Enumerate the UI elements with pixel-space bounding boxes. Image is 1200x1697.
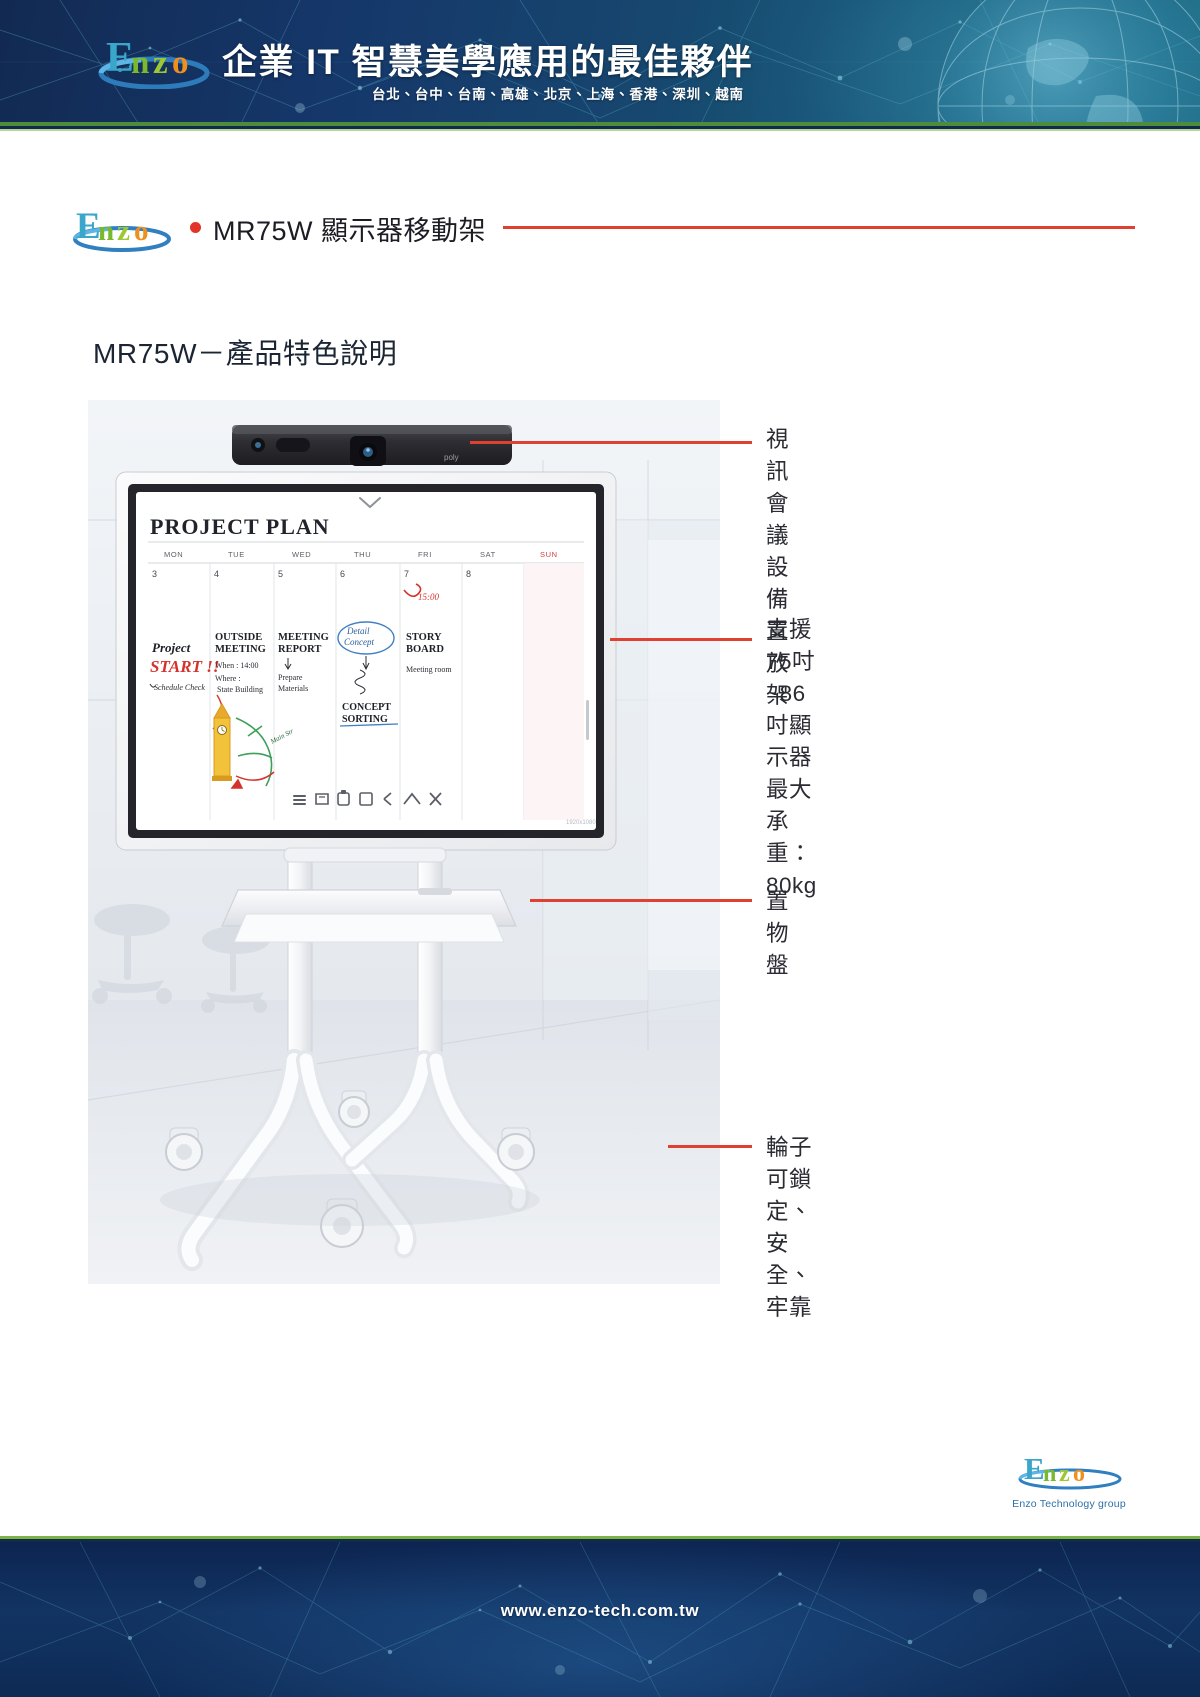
svg-text:poly: poly <box>444 453 459 462</box>
enzo-logo-breadcrumb: E n z o <box>72 206 176 252</box>
svg-text:State Building: State Building <box>217 685 263 694</box>
svg-text:5: 5 <box>278 569 283 579</box>
storage-tray <box>221 888 517 943</box>
svg-text:THU: THU <box>354 550 371 559</box>
leader-line-3 <box>530 899 752 902</box>
svg-text:SORTING: SORTING <box>342 714 388 725</box>
footer-logo-caption: Enzo Technology group <box>1012 1498 1126 1510</box>
page-footer-banner: www.enzo-tech.com.tw <box>0 1542 1200 1697</box>
svg-text:SUN: SUN <box>540 550 558 559</box>
footer-rule-navy <box>0 1539 1200 1542</box>
svg-text:Schedule Check: Schedule Check <box>154 683 205 692</box>
svg-text:E: E <box>106 35 134 81</box>
header-rule-navy <box>0 126 1200 129</box>
header-rule-lightgreen <box>0 129 1200 131</box>
display-panel: PROJECT PLAN MON TUE WED THU FRI SAT SUN <box>115 471 617 851</box>
caster-wheels <box>165 1090 535 1248</box>
breadcrumb-bullet-icon <box>190 222 201 233</box>
svg-text:6: 6 <box>340 569 345 579</box>
svg-text:START !!: START !! <box>150 657 219 676</box>
svg-text:When : 14:00: When : 14:00 <box>215 661 259 670</box>
page-header-banner: E n z o 企業 IT 智慧美學應用的最佳夥伴 台北、台中、台南、高雄、北京… <box>0 0 1200 126</box>
svg-text:REPORT: REPORT <box>278 644 321 655</box>
leader-line-2 <box>610 638 752 641</box>
annotation-label-1: 視訊會議設備 置放架 <box>766 427 790 708</box>
svg-text:Detail: Detail <box>346 626 370 636</box>
svg-text:Meeting room: Meeting room <box>406 665 452 674</box>
footer-website-url[interactable]: www.enzo-tech.com.tw <box>500 1601 700 1620</box>
footer-network-pattern <box>0 1542 1200 1697</box>
breadcrumb-label: MR75W 顯示器移動架 <box>213 216 487 246</box>
svg-text:E: E <box>76 206 101 247</box>
svg-text:CONCEPT: CONCEPT <box>342 702 391 713</box>
svg-text:E: E <box>1024 1451 1045 1486</box>
svg-text:3: 3 <box>152 569 157 579</box>
svg-text:Concept: Concept <box>344 637 374 647</box>
svg-text:Materials: Materials <box>278 684 308 693</box>
header-rule-green <box>0 122 1200 126</box>
annotation-label-3: 置物盤 <box>766 889 790 978</box>
annotation-label-4: 輪子可鎖定、安全、牢靠 <box>766 1135 813 1320</box>
header-city-list: 台北、台中、台南、高雄、北京、上海、香港、深圳、越南 <box>372 87 744 102</box>
svg-text:Project: Project <box>152 640 191 655</box>
svg-text:STORY: STORY <box>406 632 442 643</box>
svg-text:SAT: SAT <box>480 550 496 559</box>
svg-text:1920x1080: 1920x1080 <box>566 820 596 826</box>
video-conference-camera: poly <box>232 425 512 466</box>
svg-text:OUTSIDE: OUTSIDE <box>215 632 262 643</box>
svg-text:4: 4 <box>214 569 219 579</box>
svg-text:PROJECT PLAN: PROJECT PLAN <box>150 514 330 539</box>
svg-text:Where :: Where : <box>215 674 241 683</box>
svg-text:n: n <box>98 215 114 247</box>
svg-text:MEETING: MEETING <box>278 632 329 643</box>
enzo-logo-header: E n z o <box>98 33 210 90</box>
svg-text:TUE: TUE <box>228 550 245 559</box>
product-photo-illustration: poly PROJECT PLAN MON TUE WED <box>88 400 720 1284</box>
svg-text:8: 8 <box>466 569 471 579</box>
stand-frame <box>160 847 540 1271</box>
header-title: 企業 IT 智慧美學應用的最佳夥伴 <box>222 43 754 82</box>
svg-text:Prepare: Prepare <box>278 673 303 682</box>
svg-text:z: z <box>1059 1461 1070 1487</box>
leader-line-4 <box>668 1145 752 1148</box>
svg-text:z: z <box>117 215 130 247</box>
svg-text:MON: MON <box>164 550 183 559</box>
svg-text:MEETING: MEETING <box>215 644 266 655</box>
leader-line-1 <box>470 441 752 444</box>
svg-text:15:00: 15:00 <box>418 592 439 602</box>
breadcrumb-rule <box>503 226 1135 229</box>
globe-decoration <box>910 0 1200 126</box>
footer-rule-green <box>0 1536 1200 1539</box>
svg-text:o: o <box>1073 1461 1085 1487</box>
svg-text:z: z <box>153 45 168 81</box>
svg-text:FRI: FRI <box>418 550 432 559</box>
annotation-label-2: 支援75吋~86吋顯示器 最大承重：80kg <box>766 617 817 898</box>
svg-text:n: n <box>131 45 149 81</box>
product-photo: poly PROJECT PLAN MON TUE WED <box>88 400 720 1284</box>
enzo-logo-footer: E n z o Enzo Technology group <box>1010 1451 1128 1510</box>
svg-text:n: n <box>1043 1461 1056 1487</box>
svg-text:7: 7 <box>404 569 409 579</box>
page-title: MR75W－產品特色說明 <box>93 338 398 369</box>
svg-text:o: o <box>172 45 189 81</box>
svg-text:BOARD: BOARD <box>406 644 444 655</box>
svg-text:WED: WED <box>292 550 311 559</box>
svg-text:o: o <box>134 215 149 247</box>
